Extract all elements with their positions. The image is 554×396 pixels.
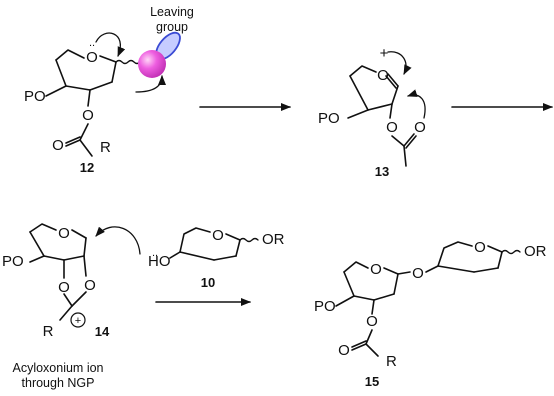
lone-pair: ..	[152, 247, 158, 259]
atom-r: R	[43, 323, 54, 340]
leaving-group-caption-2: group	[156, 20, 188, 34]
atom-o: O	[212, 227, 224, 244]
atom-o: O	[86, 49, 98, 66]
compound-15-label: 15	[365, 374, 379, 389]
atom-po: PO	[2, 253, 24, 270]
atom-o: O	[474, 239, 486, 256]
atom-po: PO	[24, 88, 46, 105]
atom-o: O	[386, 119, 398, 136]
curved-arrow-13-b	[407, 89, 426, 119]
atom-r: R	[386, 353, 397, 370]
atom-o: O	[412, 265, 424, 282]
ngp-caption-2: through NGP	[22, 376, 95, 390]
cation-circle	[70, 312, 86, 328]
ring-13	[347, 65, 417, 167]
atom-o: O	[82, 107, 94, 124]
ring-15b	[425, 241, 521, 273]
positive-charge: +	[380, 45, 389, 62]
ring-12	[45, 49, 141, 157]
ring-14	[29, 223, 87, 321]
atom-o: O	[58, 279, 70, 296]
compound-10-label: 10	[201, 275, 215, 290]
lone-pair: ..	[89, 37, 95, 49]
structure-14: PO O O O R + 14 Acyloxonium ion through …	[2, 223, 141, 390]
positive-charge: +	[75, 315, 81, 327]
atom-or: OR	[524, 243, 547, 260]
atom-o: O	[52, 137, 64, 154]
atom-o: O	[366, 313, 378, 330]
curved-arrow-13-a	[387, 51, 412, 75]
structure-13: PO O + O O 13	[318, 45, 426, 179]
compound-14-label: 14	[95, 324, 110, 339]
compound-12-label: 12	[80, 160, 94, 175]
atom-ho: HO	[148, 253, 171, 270]
curved-arrow-12-a	[95, 32, 126, 57]
atom-po: PO	[314, 298, 336, 315]
structure-15: PO O O O OR O O R 15	[314, 239, 547, 389]
atom-o: O	[414, 119, 426, 136]
atom-po: PO	[318, 110, 340, 127]
compound-13-label: 13	[375, 164, 389, 179]
atom-or: OR	[262, 231, 285, 248]
structure-12: PO O .. O O R 12 Leaving group	[24, 5, 194, 175]
ngp-caption-1: Acyloxonium ion	[12, 361, 103, 375]
structure-10: HO .. O OR 10	[148, 227, 285, 290]
atom-o: O	[84, 277, 96, 294]
atom-o: O	[377, 67, 389, 84]
atom-o: O	[58, 225, 70, 242]
leaving-group-sphere	[138, 50, 166, 78]
atom-o: O	[370, 261, 382, 278]
atom-r: R	[100, 139, 111, 156]
leaving-group-caption-1: Leaving	[150, 5, 194, 19]
curved-arrow-14	[95, 226, 141, 255]
ring-10	[169, 227, 259, 261]
atom-o: O	[338, 342, 350, 359]
ring-15a	[335, 261, 411, 357]
curved-arrow-12-b	[135, 75, 166, 93]
